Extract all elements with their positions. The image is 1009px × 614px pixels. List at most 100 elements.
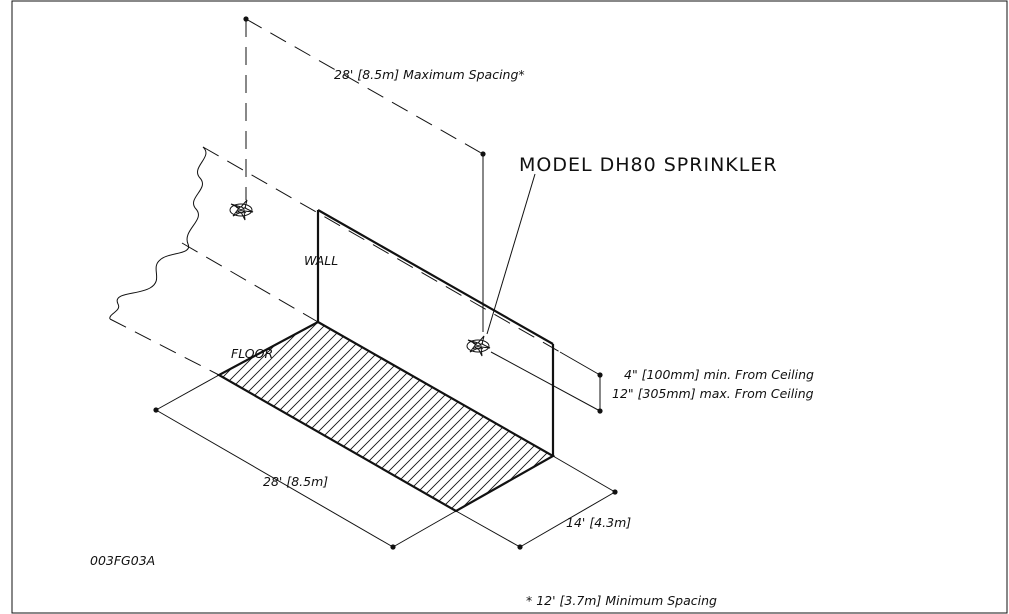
hatch-line	[219, 322, 521, 511]
hatch-line	[219, 322, 471, 511]
max-from-ceiling-label: 12" [305mm] max. From Ceiling	[612, 386, 814, 401]
hatch-line	[219, 322, 311, 511]
hatch-line	[640, 260, 940, 560]
hatch-line	[409, 322, 553, 511]
hatch-line	[219, 322, 241, 511]
hatch-line	[219, 322, 321, 511]
hatch-line	[289, 322, 553, 511]
hatch-line	[219, 322, 361, 511]
hatch-line	[519, 322, 553, 511]
hatch-line	[690, 260, 990, 560]
hatch-line	[239, 322, 541, 511]
dimension-dot	[597, 408, 603, 414]
hatch-line	[219, 322, 511, 511]
max-spacing-dimension-line	[245, 18, 484, 155]
hatch-line	[0, 260, 70, 560]
hatch-line	[219, 322, 371, 511]
title-leader-line	[486, 173, 536, 335]
width-dimension-line	[519, 491, 616, 548]
ceiling-line-upper	[202, 146, 561, 353]
dimension-dot	[153, 407, 159, 413]
sprinkler-extension-line	[490, 351, 601, 412]
hatch-line	[219, 322, 461, 511]
hatch-line	[379, 322, 553, 511]
model-title: MODEL DH80 SPRINKLER	[519, 154, 778, 176]
hatch-line	[219, 322, 381, 511]
sprinkler-b-icon	[466, 335, 491, 357]
length-extension-left	[155, 374, 220, 411]
break-line	[109, 146, 207, 320]
hatch-line	[499, 322, 553, 511]
hatch-line	[249, 322, 551, 511]
hatch-line	[219, 322, 331, 511]
dimension-dot	[517, 544, 523, 550]
dimension-dot	[612, 489, 618, 495]
wall-label: WALL	[304, 253, 338, 268]
hatch-line	[219, 322, 341, 511]
hatch-line	[219, 322, 501, 511]
hatch-line	[279, 322, 553, 511]
hatch-line	[219, 322, 251, 511]
hatch-line	[0, 260, 60, 560]
hatch-line	[0, 260, 210, 560]
hatch-line	[219, 322, 281, 511]
hatch-line	[0, 260, 140, 560]
hatch-line	[219, 322, 391, 511]
hatch-line	[309, 322, 553, 511]
hatch-line	[0, 260, 170, 560]
hatch-line	[389, 322, 553, 511]
hatch-line	[219, 322, 421, 511]
width-extension-top	[552, 455, 616, 493]
sprinkler-a-icon	[229, 199, 254, 221]
hatch-line	[219, 322, 441, 511]
hatch-line	[610, 260, 910, 560]
length-extension-right	[392, 510, 457, 548]
width-dimension-label: 14' [4.3m]	[566, 515, 631, 530]
wall-top-edge	[317, 209, 554, 345]
hatch-line	[0, 260, 120, 560]
hatch-line	[0, 260, 190, 560]
hatch-line	[620, 260, 920, 560]
hatch-line	[0, 260, 200, 560]
dimension-dot	[390, 544, 396, 550]
hatch-line	[660, 260, 960, 560]
ceiling-extension-line	[559, 351, 601, 376]
hatch-line	[0, 260, 50, 560]
hatch-line	[259, 322, 553, 511]
hatch-line	[670, 260, 970, 560]
hatch-line	[680, 260, 980, 560]
hatch-line	[0, 260, 180, 560]
hatch-line	[219, 322, 231, 511]
dimension-dot	[243, 16, 249, 22]
hatch-line	[219, 322, 261, 511]
hatch-line	[509, 322, 553, 511]
hatch-line	[0, 260, 110, 560]
hatch-line	[219, 322, 221, 511]
hatch-line	[0, 260, 160, 560]
hatch-line	[590, 260, 890, 560]
hatch-line	[219, 322, 401, 511]
footnote: * 12' [3.7m] Minimum Spacing	[526, 593, 717, 608]
length-dimension-line	[155, 409, 394, 548]
drawing-frame	[11, 0, 1008, 614]
ceiling-line-lower	[109, 318, 220, 376]
hatch-line	[0, 260, 130, 560]
hatch-line	[269, 322, 553, 511]
width-extension-bottom	[455, 510, 521, 548]
hatch-line	[650, 260, 950, 560]
floor-hatching	[0, 260, 990, 560]
hatch-line	[219, 322, 291, 511]
hatch-line	[0, 260, 150, 560]
hatch-line	[219, 322, 301, 511]
hatch-line	[0, 260, 100, 560]
max-spacing-label: 28' [8.5m] Maximum Spacing*	[334, 67, 525, 82]
hatch-line	[219, 322, 351, 511]
hatch-line	[600, 260, 900, 560]
hatch-line	[219, 322, 271, 511]
hatch-line	[399, 322, 553, 511]
ceiling-line-mid	[181, 242, 319, 323]
hatch-line	[489, 322, 553, 511]
hatch-line	[630, 260, 930, 560]
